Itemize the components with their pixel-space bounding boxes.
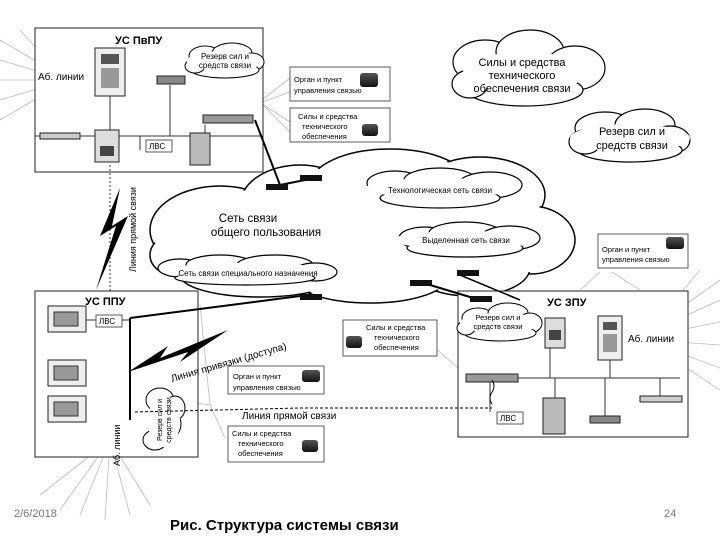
ppu-subscriber-lines-label: Аб. линии xyxy=(112,425,122,466)
zpu-reserve-label-1: Резерв сил и xyxy=(475,313,520,322)
legend-control-bottom-1: Орган и пункт xyxy=(233,372,282,381)
legend-support-top-3: обеспечения xyxy=(302,132,347,141)
legend-support-mid-1: Силы и средства xyxy=(366,323,426,332)
access-link-bolt xyxy=(128,330,228,372)
pvpu-reserve-cloud xyxy=(184,42,265,79)
slide-date: 2/6/2018 xyxy=(14,508,57,520)
cloud-reserve-2: средств связи xyxy=(596,140,668,152)
pvpu-title: УС ПвПУ xyxy=(115,35,162,47)
technological-network-cloud xyxy=(366,167,523,209)
slide-page-number: 24 xyxy=(664,508,677,520)
reserve-cloud xyxy=(568,108,691,163)
zpu-reserve-label-2: средств связи xyxy=(474,322,523,331)
cloud-public-network-1: Сеть связи xyxy=(219,213,277,225)
zpu-subscriber-lines-label: Аб. линии xyxy=(628,333,674,345)
cloud-technological-label: Технологическая сеть связи xyxy=(388,186,492,195)
zpu-lan-label: ЛВС xyxy=(500,414,516,423)
dedicated-network-cloud xyxy=(393,221,541,258)
direct-link-horizontal-label: Линия прямой связи xyxy=(242,411,336,422)
cloud-tech-support-3: обеспечения связи xyxy=(473,83,570,95)
pvpu-reserve-label-2: средств связи xyxy=(199,61,251,70)
tech-support-cloud xyxy=(451,29,606,107)
subscriber-lines-pvpu-right xyxy=(261,77,291,133)
pvpu-lan-label: ЛВС xyxy=(149,142,165,151)
zpu-reserve-cloud xyxy=(456,302,543,342)
legend-boxes xyxy=(227,66,689,463)
legend-control-top-1: Орган и пункт xyxy=(294,75,343,84)
legend-support-bottom-2: технического xyxy=(238,439,284,448)
laptop-icons xyxy=(302,73,684,452)
legend-support-top-1: Силы и средства xyxy=(298,112,358,121)
special-purpose-network-cloud xyxy=(157,254,338,286)
cloud-public-network-2: общего пользования xyxy=(211,227,321,239)
pvpu-reserve-label-1: Резерв сил и xyxy=(201,52,249,61)
legend-support-mid-2: технического xyxy=(374,333,420,342)
direct-link-bolt xyxy=(96,188,128,290)
legend-support-bottom-3: обеспечения xyxy=(238,449,283,458)
figure-caption: Рис. Структура системы связи xyxy=(170,517,399,534)
zpu-title: УС ЗПУ xyxy=(547,297,587,309)
pvpu-subscriber-lines-label: Аб. линии xyxy=(38,71,84,83)
legend-control-right-1: Орган и пункт xyxy=(602,245,651,254)
ppu-reserve-cloud xyxy=(142,387,186,451)
legend-support-mid-3: обеспечения xyxy=(374,343,419,352)
legend-control-top-2: управления связью xyxy=(294,86,362,95)
ppu-title: УС ППУ xyxy=(85,296,126,308)
pvpu-equipment xyxy=(35,47,262,166)
link-terminals xyxy=(266,175,492,302)
cloud-tech-support-2: технического xyxy=(489,70,556,82)
direct-link-vertical-label: Линия прямой связи xyxy=(128,187,138,272)
legend-support-bottom-1: Силы и средства xyxy=(232,429,292,438)
ppu-equipment xyxy=(47,305,131,423)
cloud-tech-support-1: Силы и средства xyxy=(479,57,567,69)
cloud-reserve-1: Резерв сил и xyxy=(599,126,665,138)
legend-control-right-2: управления связью xyxy=(602,255,670,264)
lan-frames xyxy=(95,139,524,425)
ppu-reserve-label-2: средств связи xyxy=(166,397,173,443)
ppu-lan-label: ЛВС xyxy=(99,317,115,326)
ppu-reserve-label-1: Резерв сил и xyxy=(157,399,164,441)
zpu-equipment xyxy=(465,315,683,435)
legend-support-top-2: технического xyxy=(302,122,348,131)
legend-control-bottom-2: управления связью xyxy=(233,383,301,392)
cloud-special-purpose-label: Сеть связи специального назначения xyxy=(178,269,317,278)
cloud-dedicated-label: Выделенная сеть связи xyxy=(422,236,510,245)
